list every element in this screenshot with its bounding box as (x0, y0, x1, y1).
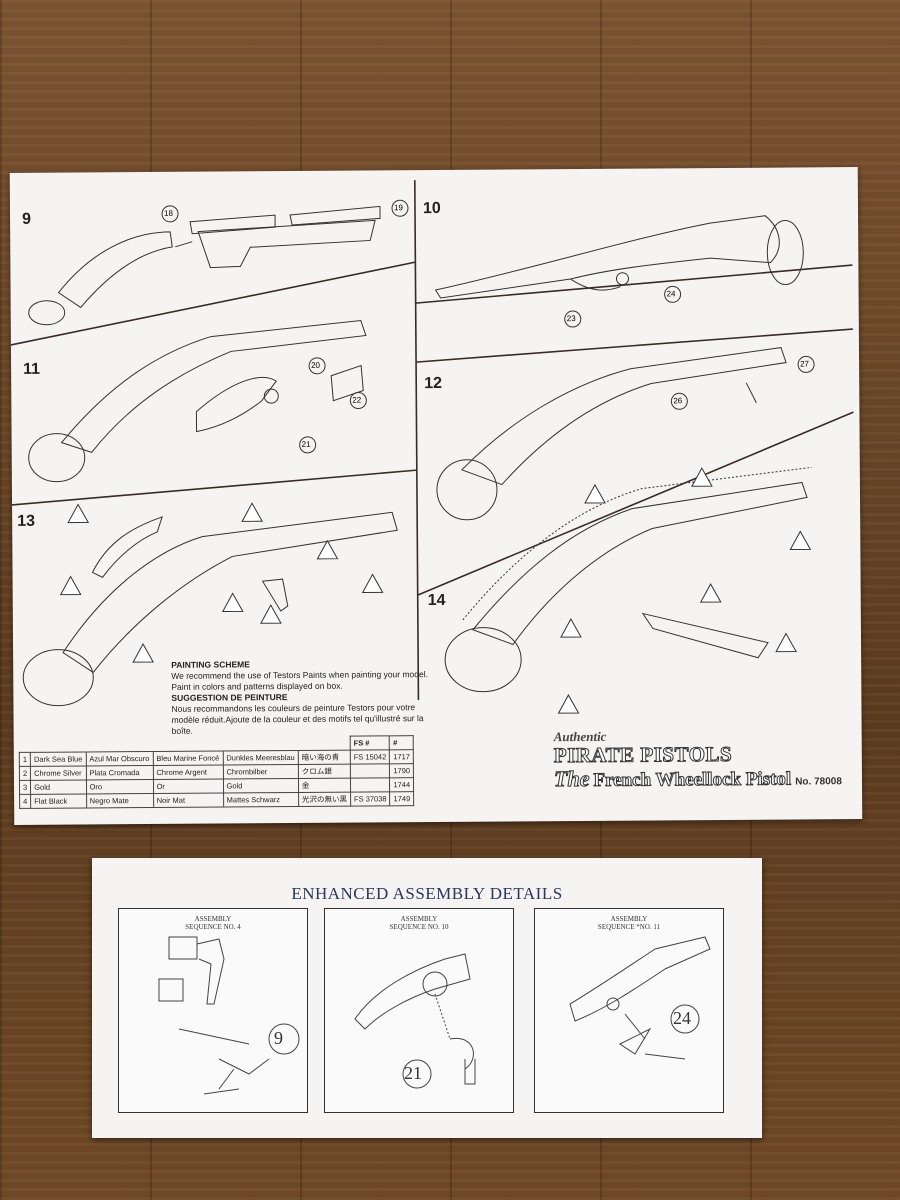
color-name-fr: Noir Mat (153, 792, 224, 808)
painting-text-en-2: Paint in colors and patterns displayed o… (171, 680, 343, 692)
color-name-es: Oro (86, 779, 154, 794)
step-9-drawing (28, 205, 381, 326)
color-key-1: 1 (19, 752, 31, 767)
color-name-de: Dunkles Meeresblau (222, 750, 299, 765)
color-num: 1717 (389, 749, 414, 764)
step-10-drawing (434, 215, 804, 299)
painting-heading-en: PAINTING SCHEME (171, 659, 250, 670)
header-num: # (389, 735, 414, 750)
color-name-es: Negro Mate (86, 793, 154, 808)
color-num: 1749 (389, 791, 414, 806)
panel-dividers (10, 180, 854, 701)
seq-line-1: ASSEMBLY (610, 915, 648, 923)
panel-10-drawing (354, 953, 476, 1089)
color-name-fr: Chrome Argent (152, 764, 223, 780)
assembly-panel-11: ASSEMBLY SEQUENCE *NO. 11 24 (534, 908, 724, 1113)
brand-name: French Wheellock Pistol (593, 768, 792, 791)
part-22: 22 (352, 395, 362, 405)
part-20: 20 (311, 360, 321, 370)
assembly-sequence-label: ASSEMBLY SEQUENCE NO. 10 (325, 915, 513, 931)
color-fs: FS 15042 (350, 749, 390, 765)
part-21-callout: 21 (404, 1063, 422, 1083)
color-fs: FS 37038 (350, 791, 391, 807)
color-key-3: 3 (19, 780, 31, 795)
part-23: 23 (566, 314, 576, 324)
color-name-en: Gold (30, 779, 87, 795)
seq-line-2: SEQUENCE *NO. 11 (597, 923, 661, 931)
color-fs (350, 777, 390, 793)
color-name-de: Mattes Schwarz (223, 792, 299, 807)
seq-line-1: ASSEMBLY (400, 915, 438, 923)
seq-line-2: SEQUENCE NO. 4 (185, 923, 241, 931)
panel-4-drawing (158, 936, 300, 1095)
enhanced-title: ENHANCED ASSEMBLY DETAILS (291, 884, 563, 903)
step-14-drawing (444, 466, 812, 693)
part-27: 27 (800, 359, 810, 369)
color-name-en: Dark Sea Blue (30, 751, 86, 767)
part-9-callout: 9 (274, 1028, 283, 1048)
color-name-es: Azul Mar Obscuro (85, 751, 153, 766)
seq-line-2: SEQUENCE NO. 10 (389, 923, 449, 931)
part-circles (161, 199, 815, 454)
part-24: 24 (666, 289, 676, 299)
color-name-de: Chrombilber (222, 764, 299, 779)
color-num: 1744 (389, 777, 414, 792)
panel-11-drawing (569, 936, 711, 1060)
color-name-jp: 光沢の無い黒 (298, 792, 351, 807)
color-key-4: 4 (19, 794, 31, 809)
part-21: 21 (301, 439, 311, 449)
header-fs: FS # (350, 735, 390, 751)
instruction-sheet: 9 10 11 12 13 14 18 19 20 21 22 23 24 26… (9, 167, 863, 825)
color-name-jp: クロム銀 (298, 764, 351, 779)
color-name-jp: 金 (298, 778, 351, 793)
painting-text-fr-2: modèle réduit.Ajoute de la couleur et de… (171, 713, 424, 725)
painting-text-fr-3: boîte. (171, 725, 193, 736)
color-name-en: Flat Black (30, 793, 87, 809)
painting-text-fr-1: Nous recommandons les couleurs de peintu… (171, 702, 416, 714)
assembly-panel-10: ASSEMBLY SEQUENCE NO. 10 21 (324, 908, 514, 1113)
color-name-fr: Bleu Marine Foncé (152, 750, 223, 766)
color-key-2: 2 (19, 766, 31, 781)
assembly-panel-4: ASSEMBLY SEQUENCE NO. 4 9 (118, 908, 308, 1113)
model-number: No. 78008 (795, 776, 842, 788)
color-name-es: Plata Cromada (85, 765, 154, 780)
product-brand: Authentic PIRATE PISTOLS The French Whee… (553, 727, 842, 792)
color-name-en: Chrome Silver (30, 765, 87, 781)
painting-scheme: PAINTING SCHEME We recommend the use of … (171, 658, 442, 737)
step-12-drawing (436, 347, 787, 521)
enhanced-assembly-sheet: ENHANCED ASSEMBLY DETAILS ASSEMBLY SEQUE… (92, 858, 762, 1138)
brand-the: The (553, 765, 590, 792)
table-row: 4 Flat Black Negro Mate Noir Mat Mattes … (19, 791, 414, 809)
paint-color-table: FS # # 1 Dark Sea Blue Azul Mar Obscuro … (19, 735, 415, 809)
step-13-drawing (22, 511, 398, 707)
instruction-drawings (10, 180, 854, 714)
color-num: 1790 (389, 763, 414, 778)
color-key-triangles (59, 467, 812, 714)
color-name-jp: 暗い海の青 (298, 750, 351, 765)
color-fs (350, 763, 390, 779)
color-name-de: Gold (222, 778, 299, 793)
part-19: 19 (393, 203, 403, 213)
step-11-drawing (28, 319, 367, 483)
seq-line-1: ASSEMBLY (194, 915, 232, 923)
part-callouts (161, 199, 815, 454)
part-24-callout: 24 (673, 1008, 691, 1028)
assembly-sequence-label: ASSEMBLY SEQUENCE *NO. 11 (535, 915, 723, 931)
color-name-fr: Or (153, 778, 224, 794)
painting-text-en-1: We recommend the use of Testors Paints w… (171, 669, 428, 681)
part-26: 26 (673, 396, 683, 406)
painting-heading-fr: SUGGESTION DE PEINTURE (171, 692, 288, 703)
part-18: 18 (163, 208, 173, 218)
assembly-sequence-label: ASSEMBLY SEQUENCE NO. 4 (119, 915, 307, 931)
